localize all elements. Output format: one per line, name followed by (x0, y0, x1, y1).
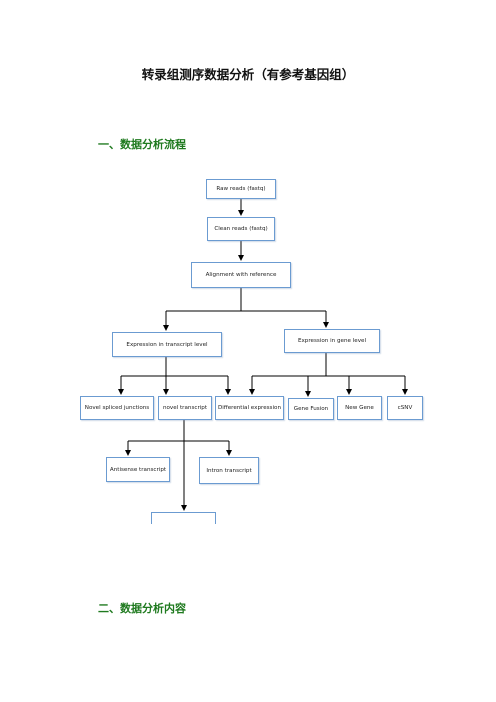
gene-level-box: Expression in gene level (284, 329, 380, 353)
antisense-transcript-box: Antisense transcript (106, 457, 170, 482)
cropped-box (151, 512, 216, 524)
csnv-box: cSNV (387, 396, 423, 420)
novel-spliced-junctions-box: Novel spliced junctions (80, 396, 154, 420)
gene-fusion-box: Gene Fusion (288, 398, 334, 420)
raw-reads-box: Raw reads (fastq) (206, 179, 276, 199)
document-title: 转录组测序数据分析（有参考基因组） (141, 67, 355, 82)
intron-transcript-box: Intron transcript (199, 457, 259, 484)
section-heading-workflow: 一、数据分析流程 (98, 138, 186, 151)
transcript-level-box: Expression in transcript level (112, 332, 222, 357)
new-gene-box: New Gene (337, 396, 382, 420)
differential-expression-box: Differential expression (215, 396, 284, 420)
section-heading-content: 二、数据分析内容 (98, 602, 186, 615)
clean-reads-box: Clean reads (fastq) (207, 217, 275, 241)
novel-transcript-box: novel transcript (158, 396, 212, 420)
alignment-box: Alignment with reference (191, 262, 291, 288)
